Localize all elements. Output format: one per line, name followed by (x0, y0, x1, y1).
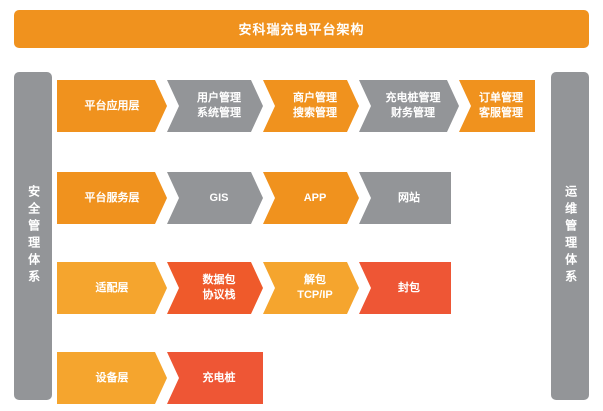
block-label: 网站 (398, 191, 420, 204)
block-label: 充电桩管理 财务管理 (385, 92, 441, 119)
right-pillar-operations-management: 运维管理体系 (551, 72, 589, 400)
left-pillar-label: 安全管理体系 (26, 185, 41, 287)
block-platform-application-layer-2[interactable]: 商户管理 搜索管理 (263, 80, 359, 132)
diagram-title-banner: 安科瑞充电平台架构 (14, 10, 589, 48)
right-pillar-label: 运维管理体系 (563, 185, 578, 287)
block-label: GIS (209, 191, 229, 204)
block-platform-service-layer-2[interactable]: APP (263, 172, 359, 224)
block-platform-service-layer-0[interactable]: 平台服务层 (57, 172, 167, 224)
block-adaptation-layer-1[interactable]: 数据包 协议栈 (167, 262, 263, 314)
block-adaptation-layer-3[interactable]: 封包 (359, 262, 451, 314)
block-label: 充电桩 (202, 371, 236, 384)
block-label: 平台服务层 (84, 191, 140, 204)
page-title: 安科瑞充电平台架构 (238, 21, 365, 37)
block-platform-application-layer-3[interactable]: 充电桩管理 财务管理 (359, 80, 459, 132)
block-label: APP (303, 191, 327, 204)
block-label: 适配层 (95, 281, 129, 294)
block-label: 平台应用层 (84, 99, 140, 112)
block-platform-application-layer-4[interactable]: 订单管理 客服管理 (459, 80, 535, 132)
block-platform-service-layer-1[interactable]: GIS (167, 172, 263, 224)
block-adaptation-layer-2[interactable]: 解包 TCP/IP (263, 262, 359, 314)
block-device-layer-0[interactable]: 设备层 (57, 352, 167, 404)
block-adaptation-layer-0[interactable]: 适配层 (57, 262, 167, 314)
block-platform-application-layer-0[interactable]: 平台应用层 (57, 80, 167, 132)
block-label: 解包 TCP/IP (297, 274, 333, 301)
block-label: 封包 (398, 281, 420, 294)
block-device-layer-1[interactable]: 充电桩 (167, 352, 263, 404)
block-label: 用户管理 系统管理 (197, 92, 241, 119)
block-label: 订单管理 客服管理 (479, 92, 523, 119)
left-pillar-security-management: 安全管理体系 (14, 72, 52, 400)
block-label: 设备层 (95, 371, 129, 384)
block-platform-service-layer-3[interactable]: 网站 (359, 172, 451, 224)
block-platform-application-layer-1[interactable]: 用户管理 系统管理 (167, 80, 263, 132)
block-label: 商户管理 搜索管理 (293, 92, 337, 119)
block-label: 数据包 协议栈 (202, 274, 236, 301)
